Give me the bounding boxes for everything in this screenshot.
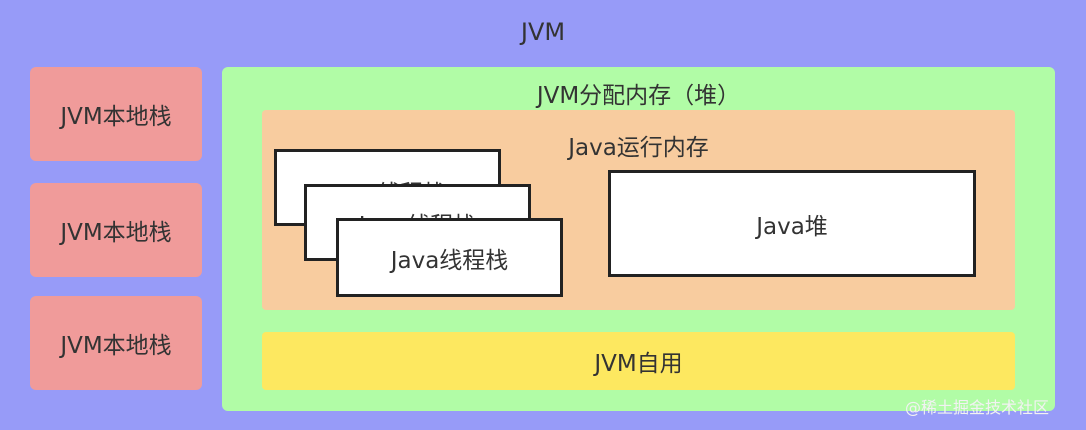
jvm-self-use-box: JVM自用 [262, 332, 1015, 390]
java-thread-stack-3: Java线程栈 [336, 218, 563, 297]
java-thread-stack-label: Java线程栈 [390, 247, 509, 274]
native-stack-1: JVM本地栈 [30, 67, 202, 161]
native-stack-3: JVM本地栈 [30, 296, 202, 390]
java-heap-box: Java堆 [608, 170, 976, 277]
java-runtime-memory-label: Java运行内存 [568, 135, 709, 161]
native-stack-2: JVM本地栈 [30, 183, 202, 277]
watermark: @稀土掘金技术社区 [905, 398, 1050, 417]
jvm-allocated-memory-label: JVM分配内存（堆） [536, 83, 741, 109]
diagram-title: JVM [520, 18, 566, 46]
